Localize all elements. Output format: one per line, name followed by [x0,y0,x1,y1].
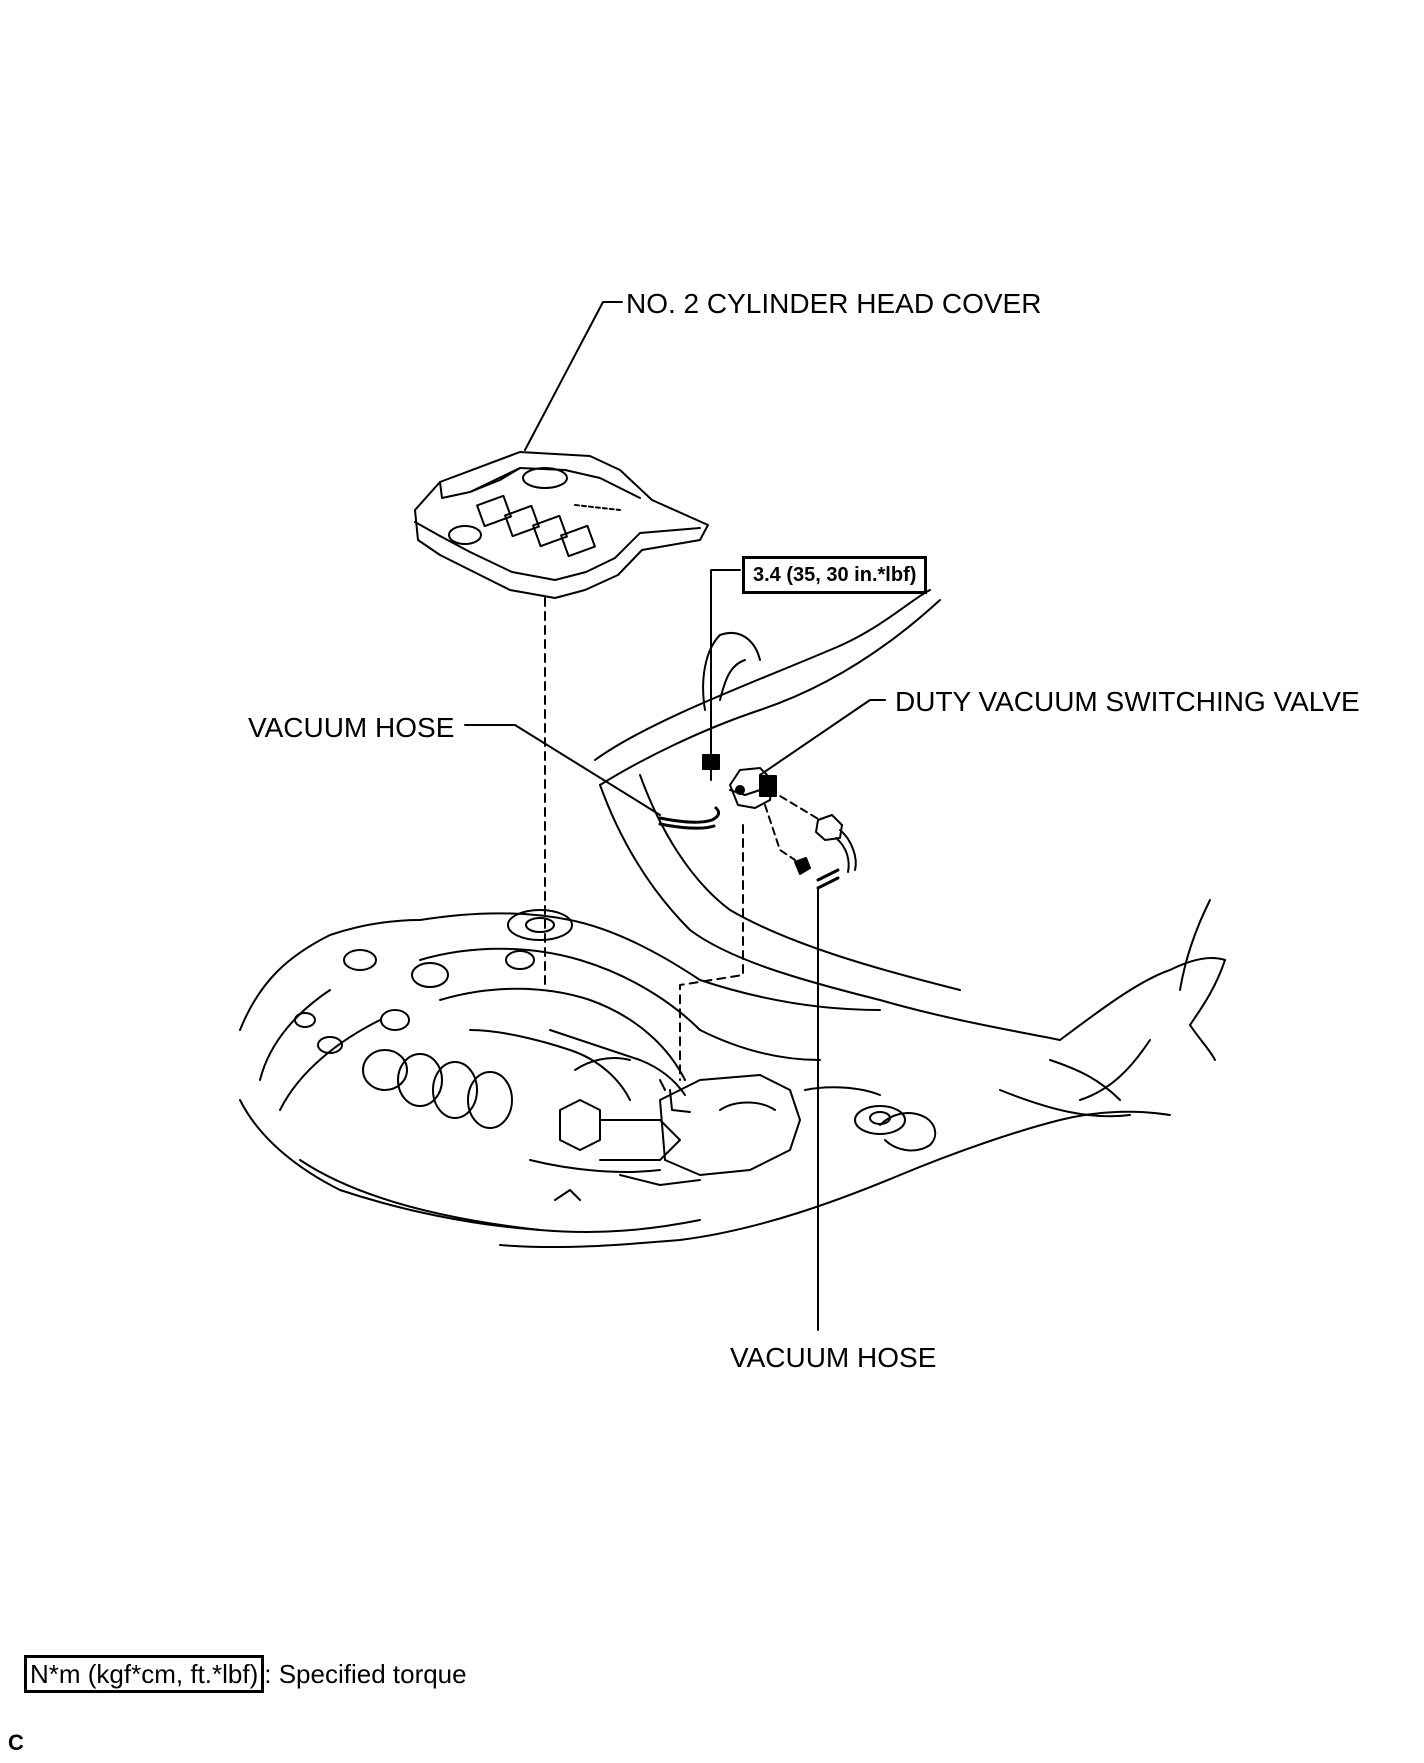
head-cover-leader [524,301,623,451]
dvsv-leader [759,699,886,776]
vacuum-hose-bottom-part [816,868,840,882]
duty-vacuum-switching-valve [729,767,777,809]
legend-unit-box: N*m (kgf*cm, ft.*lbf) [24,1655,265,1693]
vacuum-hose-left-label: VACUUM HOSE [248,712,455,743]
vacuum-hose-left-part [658,806,721,824]
corner-mark: C [8,1730,24,1755]
torque-leader [710,569,741,756]
car-body-outline [594,589,1226,1118]
engine-bay [239,909,1171,1249]
dvsv-label: DUTY VACUUM SWITCHING VALVE [895,686,1360,717]
torque-spec-box: 3.4 (35, 30 in.*lbf) [742,556,928,594]
bolt-icon [702,754,720,781]
vacuum-hose-left-leader [464,724,661,816]
cylinder-head-cover [414,451,709,599]
hose-guide-dashed [679,824,744,1081]
vacuum-hose-bottom-label: VACUUM HOSE [730,1342,937,1373]
head-cover-label: NO. 2 CYLINDER HEAD COVER [626,288,1042,319]
legend: N*m (kgf*cm, ft.*lbf): Specified torque [24,1655,467,1693]
hose-clip [794,857,811,875]
connector [815,814,857,873]
legend-description: : Specified torque [264,1659,467,1689]
